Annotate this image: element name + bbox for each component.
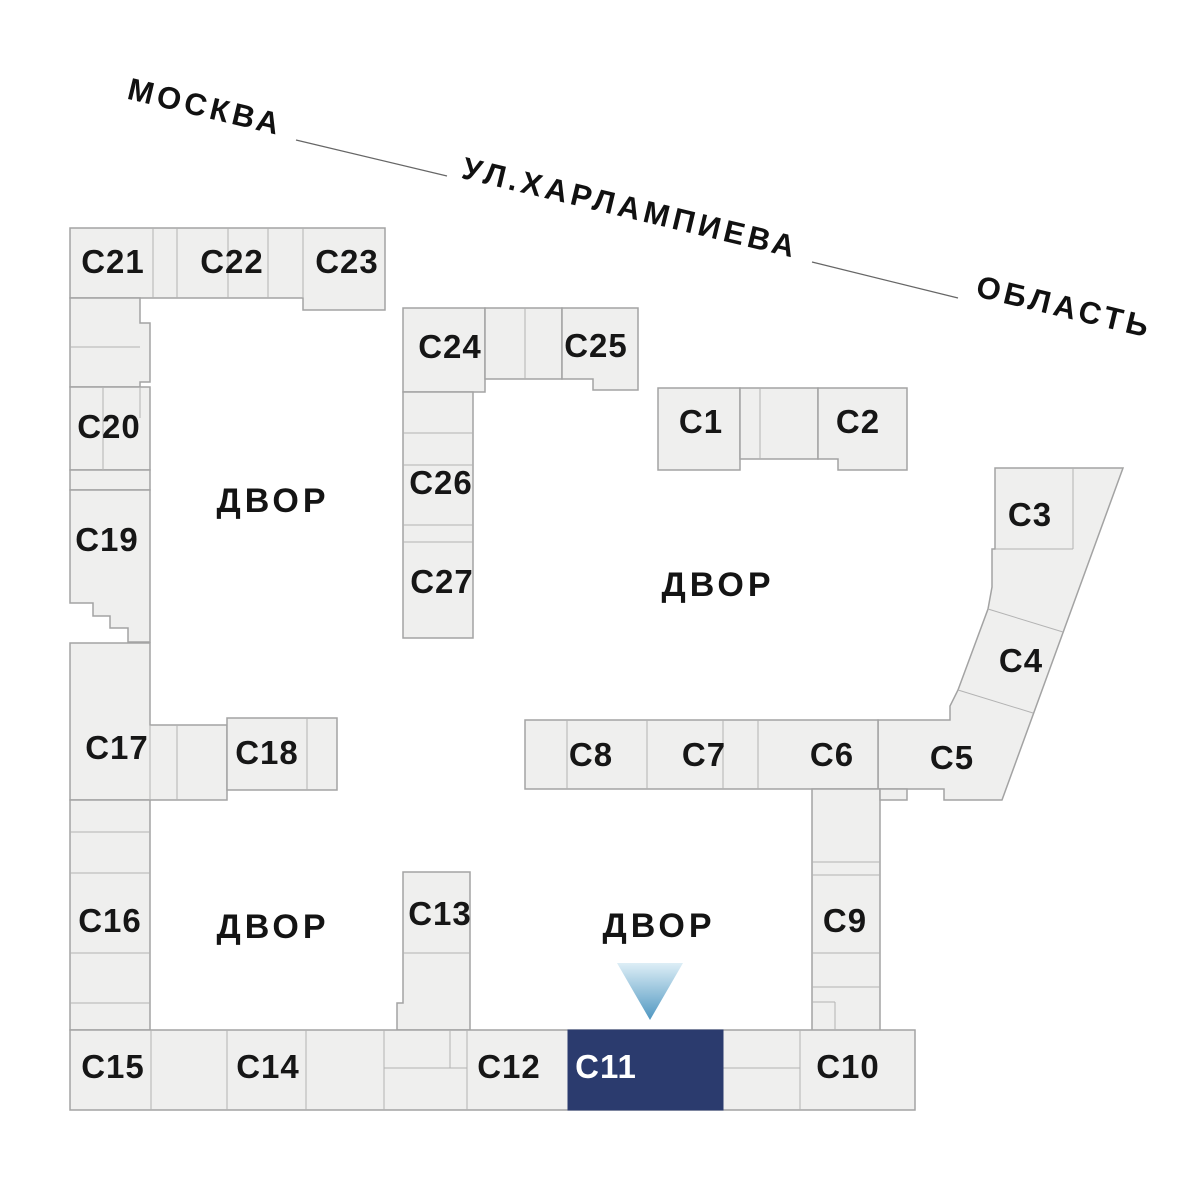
building-label-c22: С22 (200, 243, 264, 280)
building-label-c1: С1 (679, 403, 723, 440)
building-label-c10: С10 (816, 1048, 880, 1085)
building-divider (987, 608, 1064, 633)
building-slab (657, 387, 741, 471)
selected-building-marker-icon (617, 963, 683, 1020)
building-label-c3: С3 (1008, 496, 1052, 533)
building-label-c25: С25 (564, 327, 628, 364)
building-c23[interactable]: С23 (315, 243, 379, 280)
highlighted-building-layer (567, 1029, 724, 1111)
building-c9[interactable]: С9 (823, 902, 867, 939)
building-c2[interactable]: С2 (836, 403, 880, 440)
building-label-c12: С12 (477, 1048, 541, 1085)
building-label-c18: С18 (235, 734, 299, 771)
highlighted-building[interactable] (567, 1029, 724, 1111)
building-label-c4: С4 (999, 642, 1043, 679)
building-c16[interactable]: С16 (78, 902, 142, 939)
building-c4[interactable]: С4 (999, 642, 1043, 679)
building-label-c20: С20 (77, 408, 141, 445)
building-c22[interactable]: С22 (200, 243, 264, 280)
building-slab (817, 387, 908, 471)
building-slab (402, 307, 486, 393)
courtyard-label-2: ДВОР (661, 566, 774, 604)
building-divider (957, 689, 1034, 714)
building-c27[interactable]: С27 (410, 563, 474, 600)
building-label-c2: С2 (836, 403, 880, 440)
building-slab (879, 788, 908, 801)
building-label-c11: С11 (575, 1048, 637, 1085)
building-c8[interactable]: С8 (569, 736, 613, 773)
street-boundary-line-2 (811, 261, 959, 299)
street-boundary-line-1 (295, 139, 448, 177)
building-label-c19: С19 (75, 521, 139, 558)
building-c17[interactable]: С17 (85, 729, 149, 766)
building-label-c14: С14 (236, 1048, 300, 1085)
courtyard-label-3: ДВОР (216, 908, 329, 946)
building-label-c21: С21 (81, 243, 145, 280)
building-c13[interactable]: С13 (408, 895, 472, 932)
building-slab (484, 307, 563, 380)
building-label-c6: С6 (810, 736, 854, 773)
building-slab (739, 387, 819, 460)
building-slab (402, 391, 474, 639)
building-c7[interactable]: С7 (682, 736, 726, 773)
building-c3[interactable]: С3 (1008, 496, 1052, 533)
building-c14[interactable]: С14 (236, 1048, 300, 1085)
building-label-c24: С24 (418, 328, 482, 365)
building-c15[interactable]: С15 (81, 1048, 145, 1085)
building-label-c17: С17 (85, 729, 149, 766)
building-c6[interactable]: С6 (810, 736, 854, 773)
building-label-c26: С26 (409, 464, 473, 501)
building-slab (69, 469, 151, 491)
building-label-c8: С8 (569, 736, 613, 773)
building-label-c15: С15 (81, 1048, 145, 1085)
building-slab (877, 467, 1125, 801)
building-label-c5: С5 (930, 739, 974, 776)
building-label-c7: С7 (682, 736, 726, 773)
building-label-c16: С16 (78, 902, 142, 939)
building-c12[interactable]: С12 (477, 1048, 541, 1085)
courtyard-label-4: ДВОР (602, 907, 715, 945)
building-slab (69, 297, 151, 388)
building-c26[interactable]: С26 (409, 464, 473, 501)
building-label-c27: С27 (410, 563, 474, 600)
building-slab (226, 717, 338, 791)
building-c25[interactable]: С25 (564, 327, 628, 364)
courtyard-label-1: ДВОР (216, 482, 329, 520)
building-c18[interactable]: С18 (235, 734, 299, 771)
building-c19[interactable]: С19 (75, 521, 139, 558)
building-label-c23: С23 (315, 243, 379, 280)
building-label-c13: С13 (408, 895, 472, 932)
building-c10[interactable]: С10 (816, 1048, 880, 1085)
building-c1[interactable]: С1 (679, 403, 723, 440)
building-c21[interactable]: С21 (81, 243, 145, 280)
building-label-c9: С9 (823, 902, 867, 939)
building-c5[interactable]: С5 (930, 739, 974, 776)
building-c24[interactable]: С24 (418, 328, 482, 365)
building-slab (69, 489, 151, 643)
building-slab (561, 307, 639, 391)
building-c20[interactable]: С20 (77, 408, 141, 445)
building-c11[interactable]: С11 (575, 1048, 637, 1085)
